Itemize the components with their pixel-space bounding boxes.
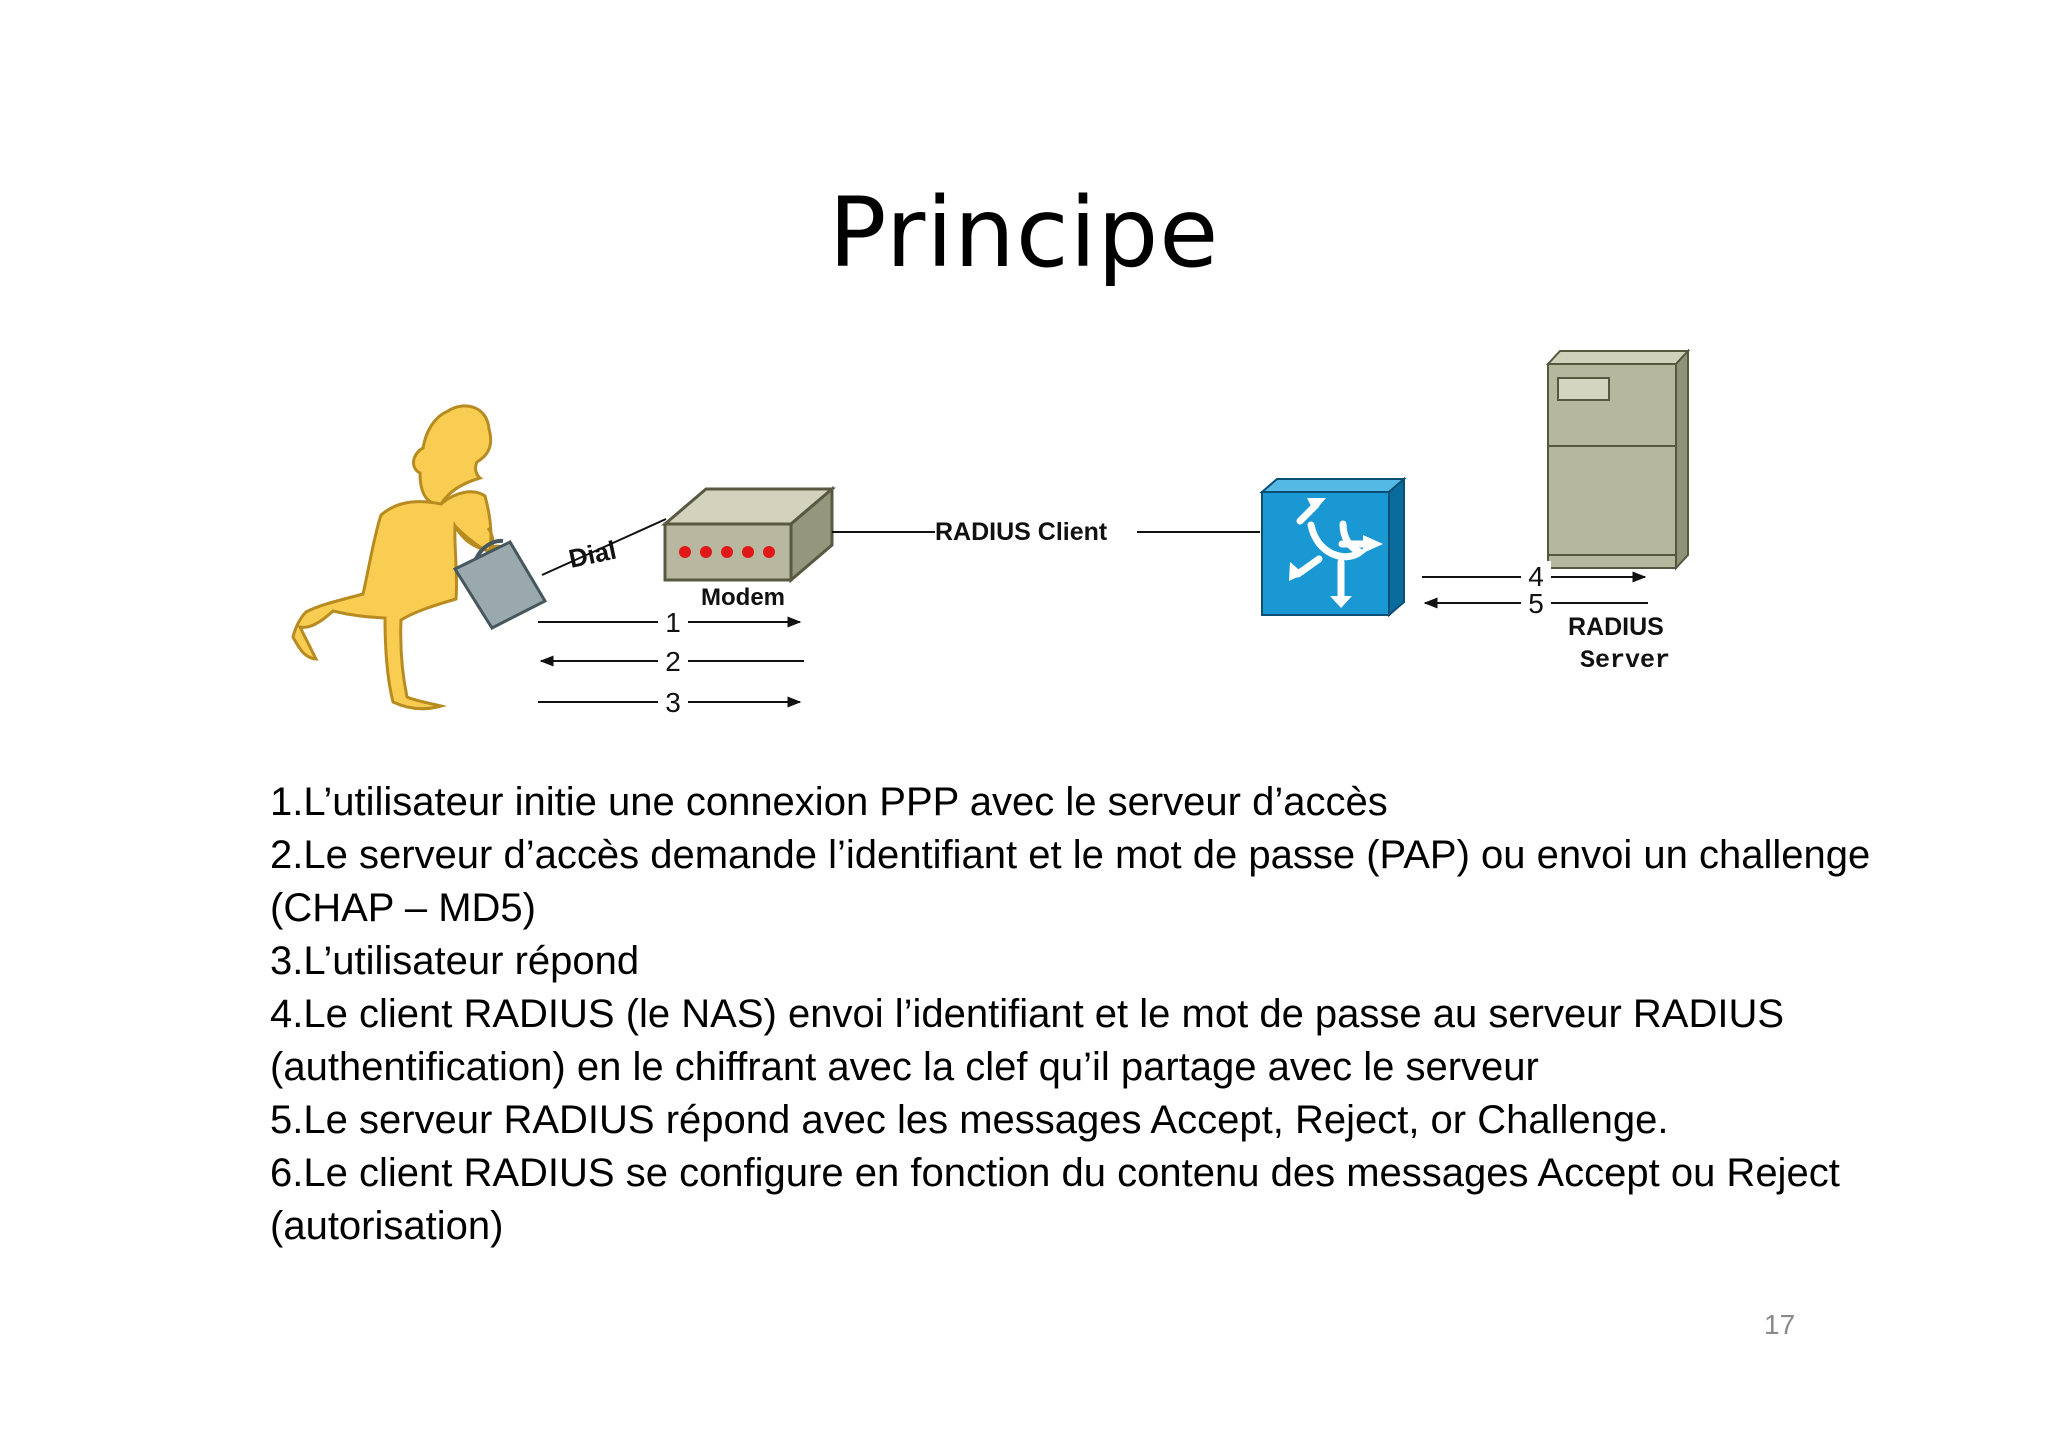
step-6: 6.Le client RADIUS se configure en fonct…	[270, 1151, 1840, 1248]
step-marker-1: 1	[665, 607, 681, 638]
page-number: 17	[1764, 1309, 1796, 1340]
modem-led-5	[763, 546, 775, 558]
dial-line	[541, 518, 667, 576]
radius-server-icon	[1545, 348, 1691, 571]
radius-server-label-line1: RADIUS	[1568, 613, 1664, 641]
dial-label: Dial	[566, 535, 619, 574]
step-marker-4: 4	[1528, 561, 1544, 592]
step-marker-5: 5	[1528, 588, 1544, 619]
modem-icon	[660, 485, 837, 584]
modem-led-2	[700, 546, 712, 558]
step-1: 1.L’utilisateur initie une connexion PPP…	[270, 780, 1388, 824]
step-marker-3: 3	[665, 687, 681, 718]
user-figure-icon	[291, 404, 506, 711]
step-4: 4.Le client RADIUS (le NAS) envoi l’iden…	[270, 992, 1785, 1089]
radius-client-label: RADIUS Client	[935, 518, 1108, 546]
modem-led-3	[721, 546, 733, 558]
step-3: 3.L’utilisateur répond	[270, 939, 640, 983]
step-2: 2.Le serveur d’accès demande l’identifia…	[270, 833, 1871, 930]
steps-list: 1.L’utilisateur initie une connexion PPP…	[270, 776, 1890, 1253]
nas-router-icon	[1259, 476, 1407, 618]
briefcase-icon	[452, 538, 548, 630]
modem-led-1	[679, 546, 691, 558]
slide-title: Principe	[828, 177, 1220, 289]
step-5: 5.Le serveur RADIUS répond avec les mess…	[270, 1098, 1669, 1142]
step-marker-2: 2	[665, 646, 681, 677]
radius-server-label-line2: Server	[1580, 646, 1670, 675]
modem-led-4	[742, 546, 754, 558]
radius-diagram: Dial Modem RADIUS Client	[291, 348, 1691, 718]
modem-label: Modem	[701, 584, 785, 611]
